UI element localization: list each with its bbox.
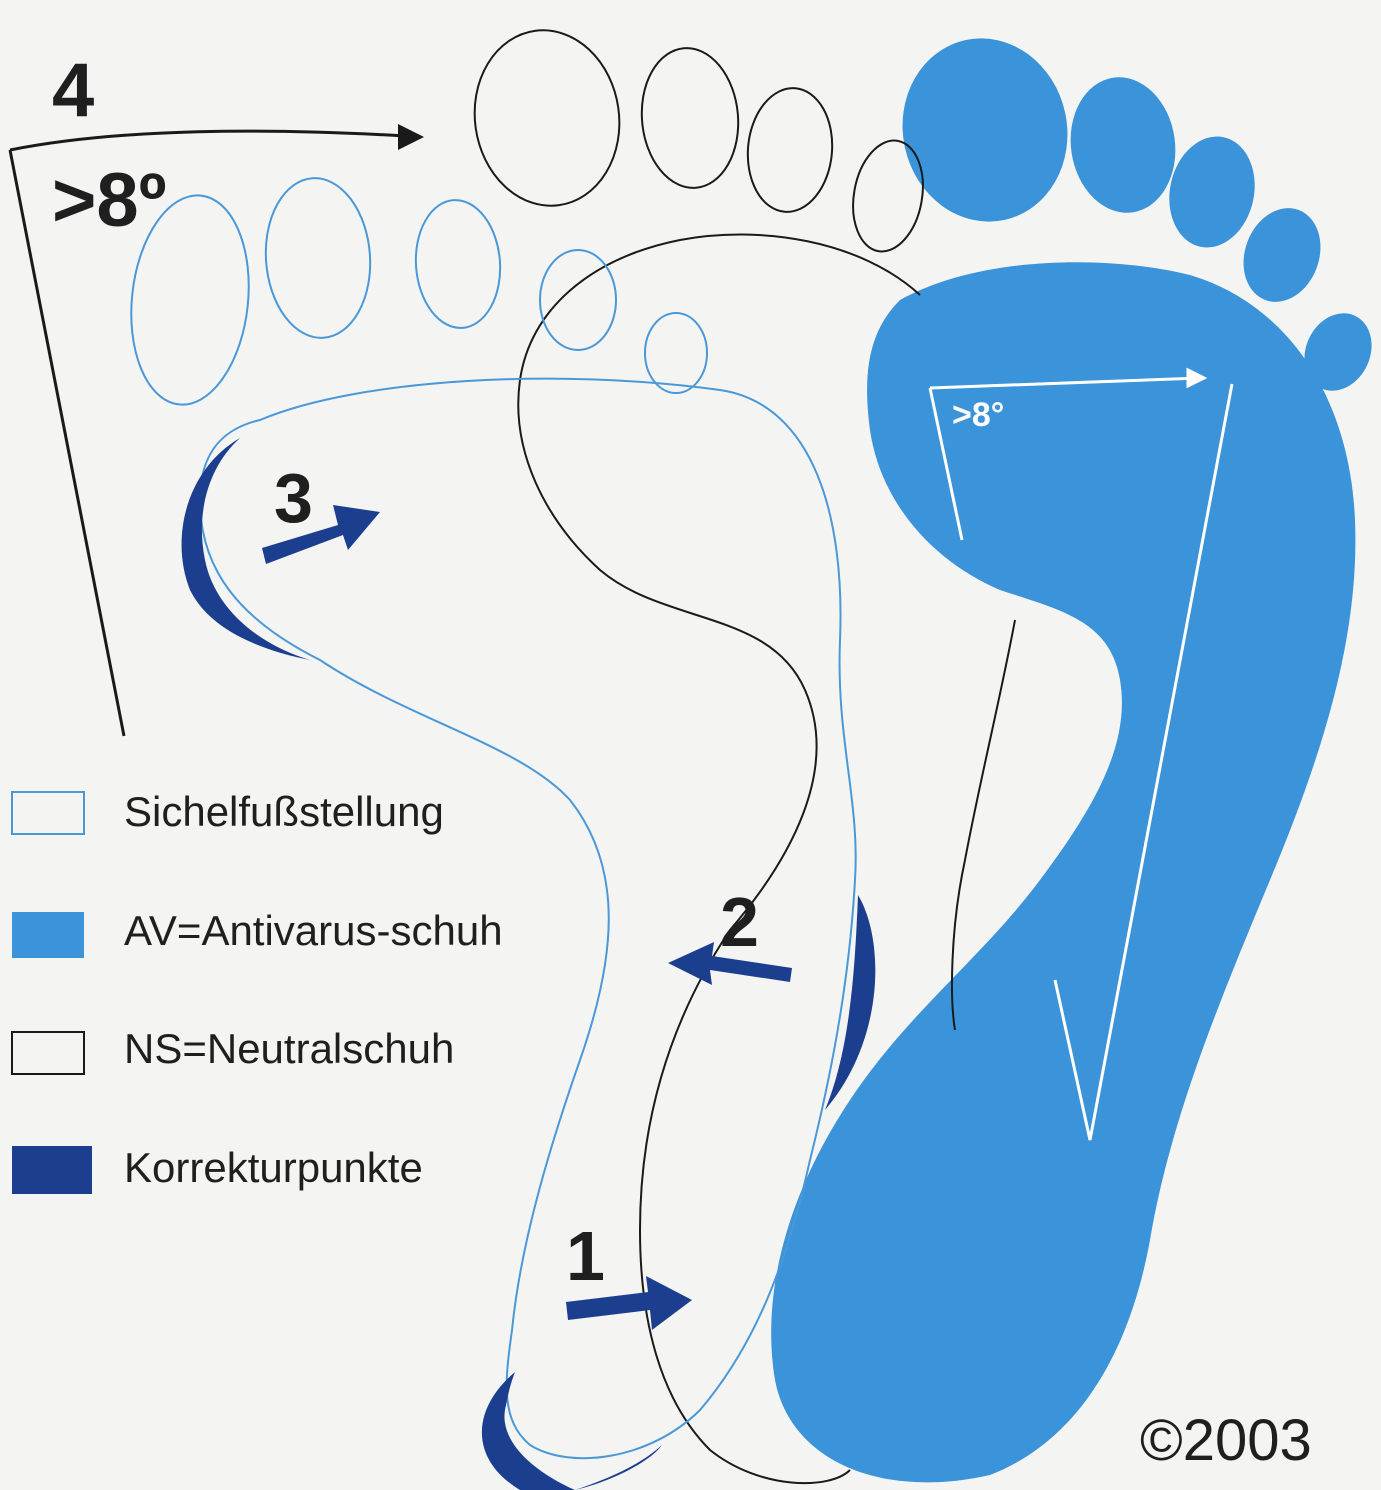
correction-number-1: 1 — [566, 1217, 605, 1295]
sichelfuss-toe-5 — [645, 313, 707, 393]
legend-swatch-outline-blue — [12, 792, 84, 834]
sichelfuss-toe-3 — [412, 197, 505, 331]
antivarus-sole — [771, 262, 1355, 1482]
sichelfuss-toe-4 — [540, 250, 616, 350]
correction-number-2: 2 — [720, 883, 759, 961]
legend-label-antivarus: AV=Antivarus-schuh — [124, 907, 503, 954]
neutral-toe-2 — [636, 44, 744, 192]
correction-pad-1-tail — [575, 1445, 662, 1490]
neutral-big-toe — [463, 21, 630, 215]
legend-item-antivarus: AV=Antivarus-schuh — [12, 907, 503, 958]
neutral-toe-3 — [743, 85, 837, 216]
angle-indicator-arc — [10, 131, 405, 150]
legend-swatch-fill-blue — [12, 912, 84, 958]
legend-swatch-outline-black — [12, 1032, 84, 1074]
legend-label-neutral: NS=Neutralschuh — [124, 1025, 454, 1072]
copyright-text: ©2003 — [1140, 1408, 1312, 1473]
angle-number-4: 4 — [52, 48, 94, 133]
antivarus-toe-2 — [1062, 70, 1184, 219]
legend-label-korrektur: Korrekturpunkte — [124, 1144, 423, 1191]
antivarus-big-toe — [886, 23, 1085, 237]
legend-label-sichelfuss: Sichelfußstellung — [124, 788, 444, 835]
correction-pad-1 — [482, 1372, 575, 1490]
legend-item-neutral: NS=Neutralschuh — [12, 1025, 454, 1074]
legend-swatch-fill-darkblue — [12, 1146, 92, 1194]
angle-indicator-arrowhead — [398, 124, 424, 150]
legend-item-korrektur: Korrekturpunkte — [12, 1144, 423, 1194]
angle-label-main: >8º — [52, 158, 166, 243]
sichelfuss-toe-2 — [261, 175, 376, 342]
foot-angle-label: >8° — [952, 396, 1004, 434]
legend-item-sichelfuss: Sichelfußstellung — [12, 788, 444, 835]
legend: Sichelfußstellung AV=Antivarus-schuh NS=… — [12, 788, 503, 1194]
correction-number-3: 3 — [274, 459, 313, 537]
